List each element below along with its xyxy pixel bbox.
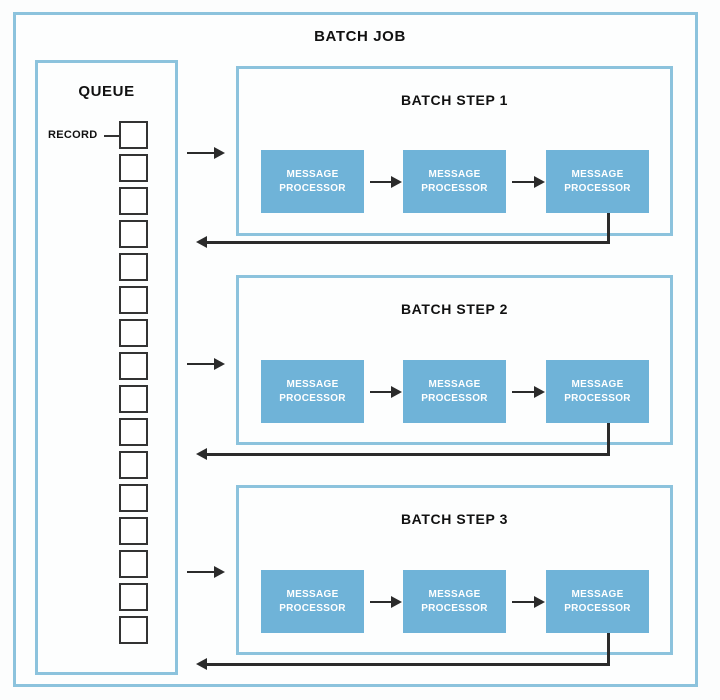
message-processor-line2: PROCESSOR	[421, 392, 488, 404]
message-processor: MESSAGE PROCESSOR	[261, 360, 364, 423]
message-processor-line2: PROCESSOR	[279, 392, 346, 404]
queue-record	[119, 517, 148, 545]
message-processor-line2: PROCESSOR	[564, 182, 631, 194]
message-processor-line2: PROCESSOR	[421, 182, 488, 194]
processor-flow-arrow	[512, 391, 534, 393]
message-processor-line1: MESSAGE	[428, 379, 481, 390]
processor-flow-arrowhead	[391, 386, 402, 398]
queue-to-step-arrowhead	[214, 358, 225, 370]
queue-record	[119, 418, 148, 446]
step-return-vertical-line	[607, 423, 610, 455]
processor-flow-arrow	[512, 181, 534, 183]
queue-record	[119, 154, 148, 182]
message-processor: MESSAGE PROCESSOR	[546, 570, 649, 633]
message-processor-line2: PROCESSOR	[564, 392, 631, 404]
queue-title: QUEUE	[78, 83, 135, 100]
step-return-arrowhead	[196, 448, 207, 460]
processor-flow-arrowhead	[391, 176, 402, 188]
message-processor: MESSAGE PROCESSOR	[546, 150, 649, 213]
message-processor-line1: MESSAGE	[428, 589, 481, 600]
message-processor: MESSAGE PROCESSOR	[546, 360, 649, 423]
queue-record-stack	[119, 121, 148, 649]
message-processor: MESSAGE PROCESSOR	[261, 150, 364, 213]
step-return-vertical-line	[607, 213, 610, 243]
batch-step-title: BATCH STEP 2	[400, 301, 509, 317]
processor-flow-arrowhead	[391, 596, 402, 608]
message-processor-line1: MESSAGE	[571, 169, 624, 180]
processor-flow-arrowhead	[534, 386, 545, 398]
message-processor-line2: PROCESSOR	[279, 182, 346, 194]
batch-job-title: BATCH JOB	[314, 28, 406, 45]
record-leader-line	[104, 135, 119, 137]
step-return-arrowhead	[196, 236, 207, 248]
message-processor-line1: MESSAGE	[286, 589, 339, 600]
queue-record	[119, 352, 148, 380]
message-processor-line2: PROCESSOR	[279, 602, 346, 614]
queue-to-step-arrowhead	[214, 147, 225, 159]
processor-flow-arrowhead	[534, 596, 545, 608]
queue-record	[119, 121, 148, 149]
message-processor: MESSAGE PROCESSOR	[403, 360, 506, 423]
processor-flow-arrow	[370, 391, 391, 393]
message-processor-line1: MESSAGE	[286, 379, 339, 390]
step-return-vertical-line	[607, 633, 610, 665]
processor-flow-arrow	[512, 601, 534, 603]
step-return-arrowhead	[196, 658, 207, 670]
processor-flow-arrow	[370, 181, 391, 183]
step-return-horizontal-line	[207, 241, 610, 244]
message-processor: MESSAGE PROCESSOR	[403, 150, 506, 213]
message-processor: MESSAGE PROCESSOR	[261, 570, 364, 633]
step-return-horizontal-line	[207, 663, 610, 666]
message-processor-line1: MESSAGE	[428, 169, 481, 180]
step-return-horizontal-line	[207, 453, 610, 456]
queue-record	[119, 583, 148, 611]
queue-record	[119, 187, 148, 215]
message-processor: MESSAGE PROCESSOR	[403, 570, 506, 633]
queue-record	[119, 484, 148, 512]
processor-flow-arrowhead	[534, 176, 545, 188]
queue-record	[119, 319, 148, 347]
batch-step-title: BATCH STEP 1	[400, 92, 509, 108]
queue-record	[119, 451, 148, 479]
queue-record	[119, 616, 148, 644]
queue-to-step-arrow	[187, 571, 214, 573]
queue-to-step-arrowhead	[214, 566, 225, 578]
queue-to-step-arrow	[187, 152, 214, 154]
queue-to-step-arrow	[187, 363, 214, 365]
queue-record	[119, 385, 148, 413]
queue-record	[119, 550, 148, 578]
record-label: RECORD	[48, 129, 98, 141]
batch-step-title: BATCH STEP 3	[400, 511, 509, 527]
message-processor-line2: PROCESSOR	[421, 602, 488, 614]
message-processor-line1: MESSAGE	[571, 589, 624, 600]
message-processor-line1: MESSAGE	[571, 379, 624, 390]
queue-record	[119, 253, 148, 281]
message-processor-line1: MESSAGE	[286, 169, 339, 180]
processor-flow-arrow	[370, 601, 391, 603]
queue-record	[119, 286, 148, 314]
queue-container	[35, 60, 178, 675]
queue-record	[119, 220, 148, 248]
message-processor-line2: PROCESSOR	[564, 602, 631, 614]
